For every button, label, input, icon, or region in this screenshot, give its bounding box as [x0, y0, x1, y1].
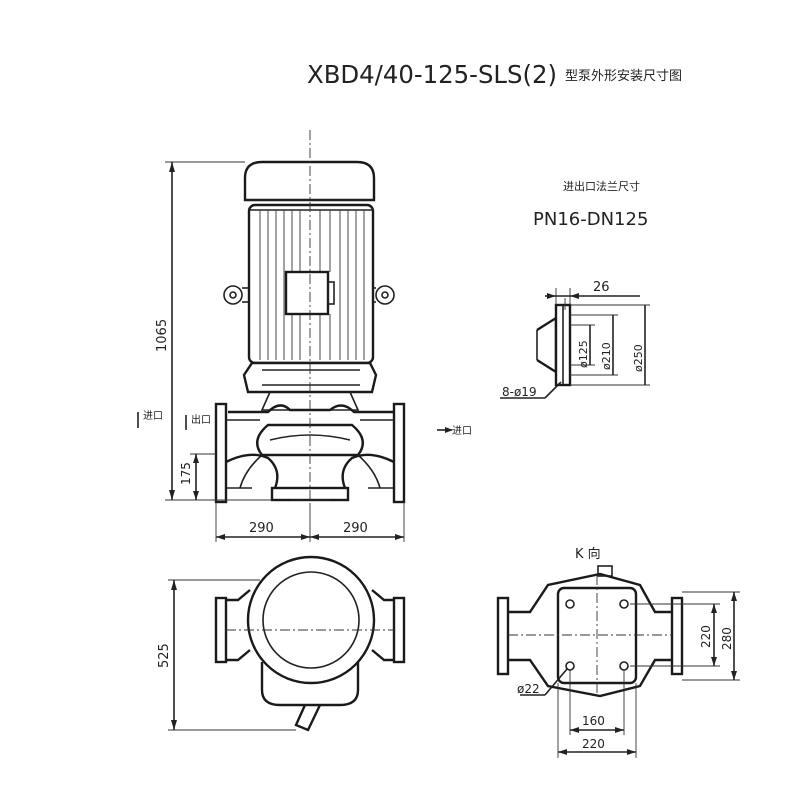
drawing-title-suffix: 型泵外形安装尺寸图 [565, 69, 682, 84]
dim-bolt-circle: ø210 [600, 342, 613, 370]
dim-inlet-height: 175 [179, 462, 193, 485]
dim-inner-diameter: ø125 [577, 340, 590, 368]
front-view [214, 130, 406, 505]
dim-outer-diameter: ø250 [632, 344, 645, 372]
dim-half-width-right: 290 [343, 521, 368, 536]
dim-depth: 525 [157, 643, 172, 668]
dim-k-inner-width: 160 [582, 714, 605, 728]
flange-heading: 进出口法兰尺寸 [563, 179, 640, 193]
flange-detail: 26 ø125 ø210 ø250 8-ø19 [500, 280, 650, 399]
dim-flange-thickness: 26 [593, 280, 610, 295]
front-view-dimensions: 1065 175 290 290 进口 出口 进口 [137, 161, 472, 542]
dim-k-inner-height: 220 [699, 625, 713, 648]
dim-k-hole: ø22 [517, 682, 540, 696]
flange-spec: PN16-DN125 [533, 209, 648, 230]
drawing-title-model: XBD4/40-125-SLS(2) [307, 60, 557, 89]
dim-k-outer-width: 220 [582, 737, 605, 751]
dim-k-outer-height: 280 [720, 627, 734, 650]
k-view-label: K 向 [575, 546, 601, 562]
k-view: ø22 220 280 160 220 [496, 565, 740, 758]
label-inlet-left: 进口 [143, 410, 163, 422]
dim-half-width-left: 290 [249, 521, 274, 536]
label-outlet: 出口 [191, 413, 211, 426]
top-view: 525 [157, 555, 406, 732]
label-inlet-right: 进口 [452, 425, 472, 437]
dim-total-height: 1065 [155, 319, 170, 352]
flange-bolt-spec: 8-ø19 [502, 385, 537, 399]
